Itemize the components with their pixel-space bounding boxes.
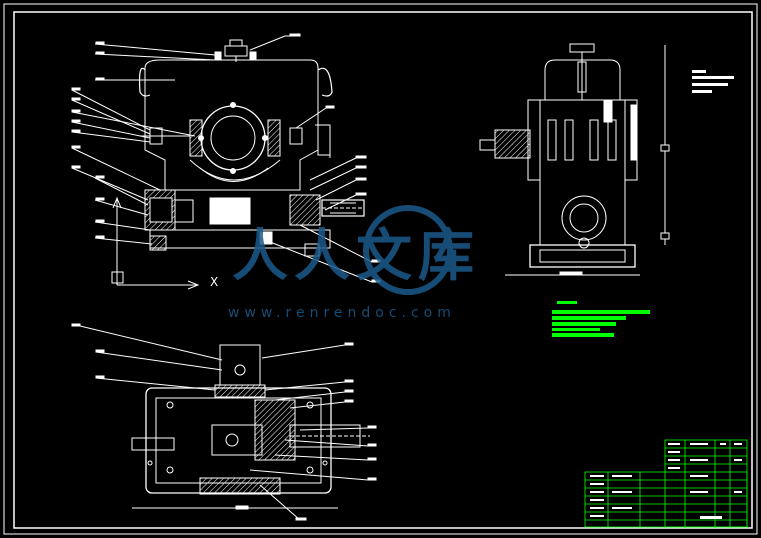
ucs-axis-icon: [111, 196, 200, 290]
title-block-text-marks: [590, 443, 742, 519]
watermark: 人人文库 www.renrendoc.com: [228, 205, 480, 321]
technical-notes: [692, 70, 734, 93]
top-view: [71, 323, 377, 521]
front-view: [71, 33, 381, 283]
title-block: [584, 439, 748, 528]
x-axis-label: X: [210, 275, 218, 289]
watermark-url: www.renrendoc.com: [228, 305, 456, 321]
outer-border: [3, 3, 758, 535]
watermark-ring-icon: [363, 205, 453, 295]
side-view: [479, 43, 670, 276]
green-requirement-notes: [552, 301, 650, 337]
inner-border: [13, 11, 753, 529]
watermark-brand: 人人文库: [232, 224, 480, 289]
